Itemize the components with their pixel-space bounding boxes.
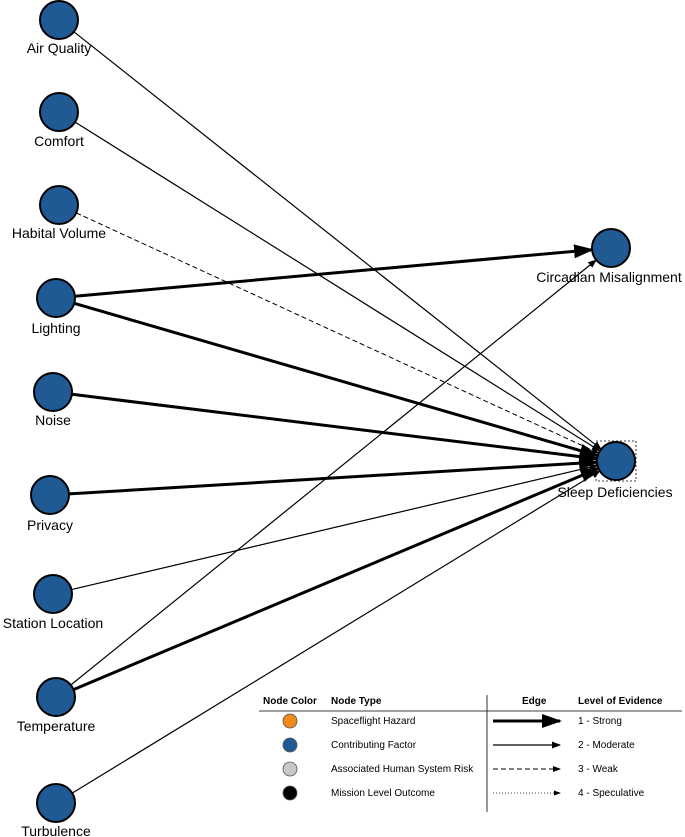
legend-node-type-label: Associated Human System Risk xyxy=(331,764,474,775)
legend-swatch-associated-risk xyxy=(282,761,298,777)
node-circadian[interactable]: Circadian Misalignment xyxy=(536,228,682,285)
node-label: Habital Volume xyxy=(12,225,106,241)
legend-swatch-spaceflight-hazard xyxy=(282,713,298,729)
legend: Node Color Node Type Edge Level of Evide… xyxy=(259,695,682,812)
node-sleep[interactable]: Sleep Deficiencies xyxy=(557,441,673,500)
edge-habital_volume-to-sleep xyxy=(76,212,600,454)
legend-header-node-color: Node Color xyxy=(263,696,317,707)
legend-evidence-label: 4 - Speculative xyxy=(578,788,645,799)
legend-evidence-label: 1 - Strong xyxy=(578,716,622,727)
node-station-location[interactable]: Station Location xyxy=(3,574,103,631)
node-circle xyxy=(33,574,73,614)
legend-evidence-label: 3 - Weak xyxy=(578,764,619,775)
edge-noise-to-sleep xyxy=(71,392,600,464)
node-label: Lighting xyxy=(31,320,80,336)
node-label: Comfort xyxy=(34,133,84,149)
node-habital-volume[interactable]: Habital Volume xyxy=(12,185,106,241)
node-privacy[interactable]: Privacy xyxy=(27,475,73,533)
edge-temperature-to-circadian xyxy=(70,259,597,686)
legend-evidence-label: 2 - Moderate xyxy=(578,740,635,751)
node-circle xyxy=(36,278,76,318)
selection-box xyxy=(595,440,637,482)
node-lighting[interactable]: Lighting xyxy=(31,278,81,336)
node-label: Station Location xyxy=(3,615,103,631)
node-air-quality[interactable]: Air Quality xyxy=(27,0,92,56)
node-label: Air Quality xyxy=(27,40,92,56)
node-label: Noise xyxy=(35,412,71,428)
node-circle xyxy=(591,228,631,268)
legend-node-type-label: Spaceflight Hazard xyxy=(331,716,416,727)
node-circle xyxy=(39,185,79,225)
legend-swatch-mission-outcome xyxy=(282,785,298,801)
edge-privacy-to-sleep xyxy=(68,456,599,496)
legend-header-evidence: Level of Evidence xyxy=(578,696,663,707)
legend-edge-levels: 1 - Strong 2 - Moderate 3 - Weak 4 - Specul… xyxy=(493,714,645,799)
edge-lighting-to-circadian xyxy=(74,244,595,298)
edge-air_quality-to-sleep xyxy=(73,31,602,450)
legend-header-edge: Edge xyxy=(522,696,547,707)
edge-station_location-to-sleep xyxy=(71,463,599,591)
node-comfort[interactable]: Comfort xyxy=(34,92,84,149)
node-circle xyxy=(33,372,73,412)
edge-temperature-to-sleep xyxy=(72,467,601,691)
node-label: Temperature xyxy=(17,718,96,734)
node-noise[interactable]: Noise xyxy=(33,372,73,428)
node-label: Sleep Deficiencies xyxy=(557,484,672,500)
node-label: Privacy xyxy=(27,517,73,533)
edge-lighting-to-sleep xyxy=(73,301,600,458)
node-label: Turbulence xyxy=(21,823,91,837)
node-circle xyxy=(36,677,76,717)
legend-header-node-type: Node Type xyxy=(331,696,382,707)
node-circle xyxy=(596,441,636,481)
legend-node-type-label: Mission Level Outcome xyxy=(331,788,435,799)
edge-comfort-to-sleep xyxy=(74,121,601,452)
node-turbulence[interactable]: Turbulence xyxy=(21,783,91,837)
edges-layer xyxy=(68,31,602,794)
node-circle xyxy=(36,783,76,823)
node-circle xyxy=(39,0,79,40)
legend-swatch-contributing-factor xyxy=(282,737,298,753)
node-label: Circadian Misalignment xyxy=(536,269,682,285)
node-circle xyxy=(39,92,79,132)
node-circle xyxy=(30,475,70,515)
edge-turbulence-to-sleep xyxy=(71,470,601,794)
legend-node-type-label: Contributing Factor xyxy=(331,740,417,751)
node-temperature[interactable]: Temperature xyxy=(17,677,96,734)
